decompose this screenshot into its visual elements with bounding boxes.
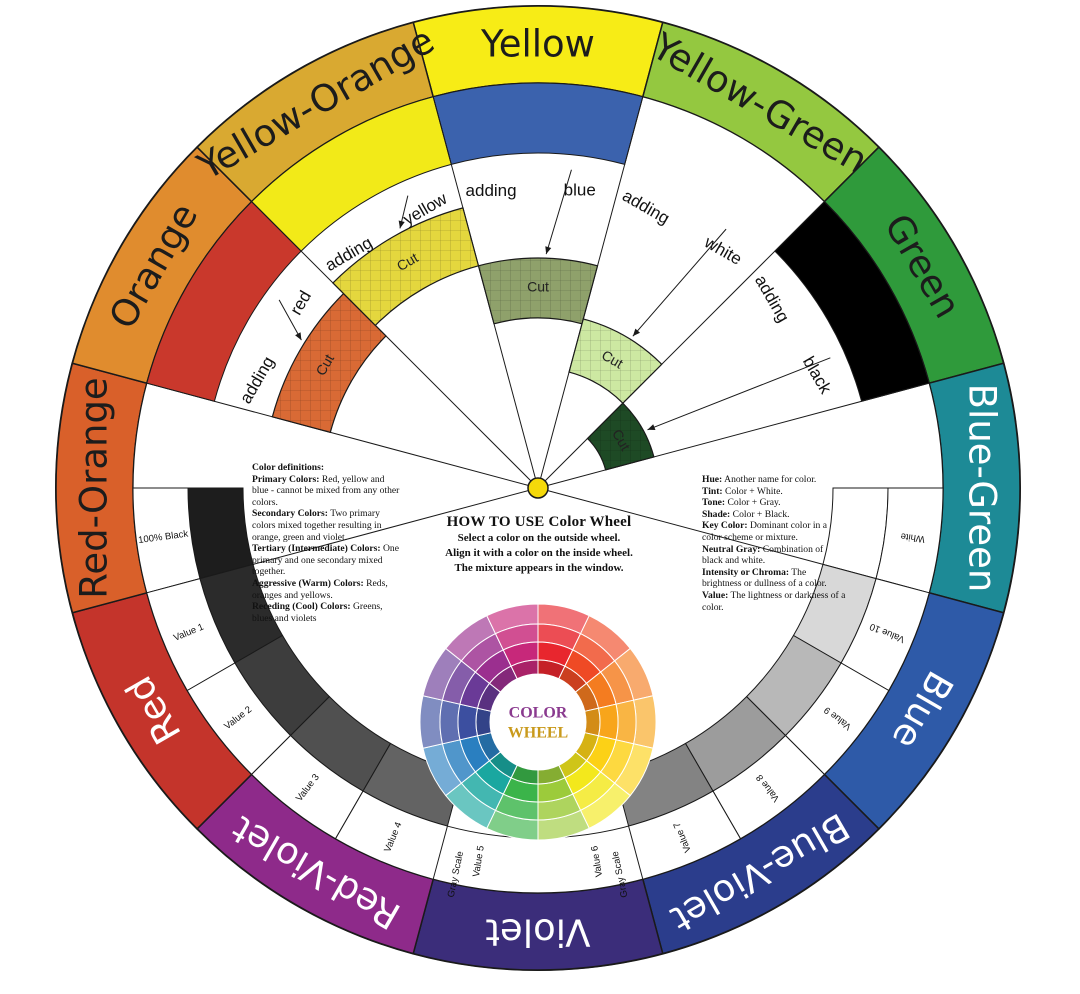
how-to-line-3: The mixture appears in the window. [454, 562, 624, 574]
mini-color-wheel: COLOR WHEEL [419, 603, 657, 841]
gray-label-cell [627, 790, 742, 880]
window-grid [478, 258, 598, 324]
window-cut-label: Cut [527, 279, 549, 295]
window-adding-label: adding [466, 181, 517, 200]
definition-value: Value: The lightness or darkness of a co… [702, 589, 846, 613]
mini-wheel-word-color: COLOR [509, 705, 568, 722]
definition-receding: Receding (Cool) Colors: Greens, blues an… [252, 601, 383, 624]
gray-label-cell [146, 577, 236, 692]
arrow-head-icon [295, 332, 302, 341]
definition-shade: Shade: Color + Black. [702, 508, 790, 520]
gray-value-label: Value 6 [589, 845, 605, 878]
arrow-head-icon [647, 424, 656, 430]
how-to-title: HOW TO USE Color Wheel [446, 514, 632, 530]
mini-wheel-swatch [475, 707, 492, 737]
window-arrow [632, 228, 727, 337]
gray-swatch [187, 487, 254, 580]
outer-label-yellow: Yellow [480, 23, 595, 66]
color-definitions-left: Color definitions: Primary Colors: Red, … [252, 462, 400, 624]
how-to-line-2: Align it with a color on the inside whee… [445, 547, 633, 559]
outer-label-violet: Violet [486, 911, 591, 954]
definition-secondary: Secondary Colors: Two primary colors mix… [252, 508, 382, 543]
mini-wheel-swatch [457, 703, 479, 741]
window-adding-color: blue [564, 180, 596, 199]
gray-value-label: White [900, 530, 926, 544]
outer-label-red-orange: Red-Orange [73, 377, 116, 598]
mini-wheel-word-wheel: WHEEL [508, 725, 568, 742]
window-grid [569, 318, 662, 404]
definition-tint: Tint: Color + White. [702, 485, 783, 497]
arrow-head-icon [398, 220, 405, 229]
window-grid [587, 403, 654, 470]
window-arrow [278, 299, 302, 341]
definition-neutral-gray: Neutral Gray: Combination of black and w… [702, 543, 824, 567]
mini-wheel-swatch [419, 695, 444, 749]
definition-tertiary: Tertiary (Intermediate) Colors: One prim… [252, 543, 399, 578]
outer-label-blue-green: Blue-Green [961, 384, 1004, 593]
gray-label-cell [250, 734, 364, 840]
pivot-point [527, 477, 549, 499]
gray-label-cell [186, 662, 292, 776]
inner-band-yellow [432, 82, 644, 166]
gray-value-label: Value 5 [471, 845, 487, 878]
window-arrow [545, 169, 572, 255]
pivot-dot [527, 477, 549, 499]
window-arrow [647, 357, 831, 431]
mini-wheel-swatch [597, 703, 619, 741]
how-to-use-instructions: HOW TO USE Color Wheel Select a color on… [380, 514, 698, 576]
mini-wheel-swatch [510, 659, 539, 680]
gray-label-cell [334, 790, 449, 880]
mini-wheel-swatch [584, 707, 601, 737]
definition-key-color: Key Color: Dominant color in a color sch… [702, 520, 827, 543]
definition-tone: Tone: Color + Gray. [702, 497, 781, 509]
definitions-heading: Color definitions: [252, 462, 325, 473]
definition-intensity: Intensity or Chroma: The brightness or d… [702, 566, 827, 590]
color-definitions-right: Hue: Another name for color. Tint: Color… [702, 474, 846, 613]
mini-wheel-swatch [632, 695, 657, 749]
mini-wheel-swatch [439, 699, 461, 745]
mini-wheel-swatch [615, 699, 637, 745]
window-grid [272, 293, 386, 433]
arrow-head-icon [545, 246, 552, 255]
gray-label-cell [132, 487, 201, 594]
how-to-line-1: Select a color on the outside wheel. [457, 532, 621, 544]
arrow-head-icon [632, 328, 641, 337]
definition-hue: Hue: Another name for color. [702, 474, 817, 485]
window-grid [332, 207, 479, 326]
definition-primary: Primary Colors: Red, yellow and blue - c… [252, 473, 400, 508]
definition-aggressive: Aggressive (Warm) Colors: Reds, oranges … [252, 577, 388, 601]
